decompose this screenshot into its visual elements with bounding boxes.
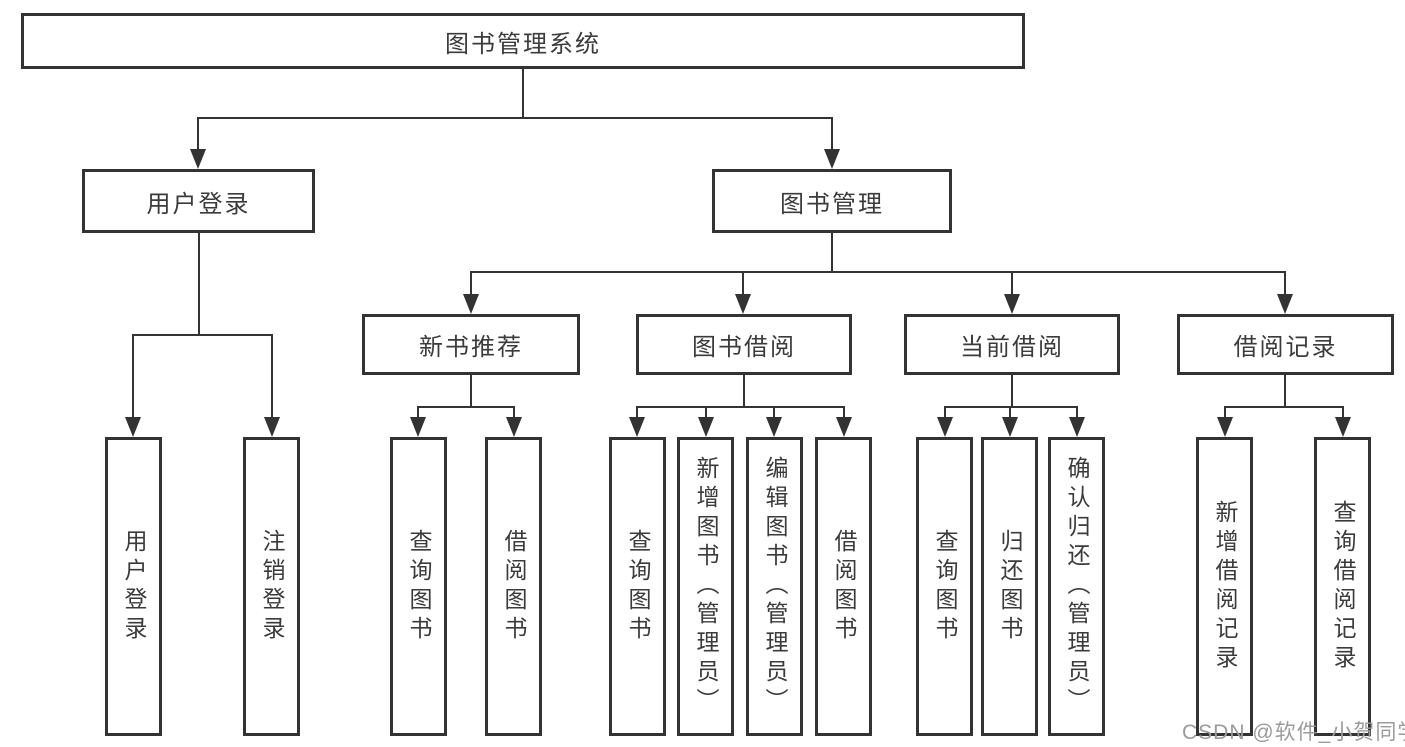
leaf-user-login: 用户登录	[105, 437, 162, 736]
leaf-query-books: 查询图书	[609, 437, 666, 736]
connector-line	[513, 406, 515, 418]
leaf-add-books-admin: 新增图书（管理员）	[677, 437, 734, 736]
node-label: 借阅图书	[501, 528, 527, 645]
node-label: 当前借阅	[960, 334, 1064, 361]
node-label: 查询图书	[932, 528, 958, 645]
arrowhead-icon	[629, 417, 645, 437]
connector-line	[944, 406, 946, 418]
node-label: 图书管理系统	[445, 30, 601, 58]
connector-line	[742, 271, 744, 295]
connector-line	[1284, 271, 1286, 295]
arrowhead-icon	[698, 417, 714, 437]
node-book-borrow: 图书借阅	[636, 314, 852, 375]
node-book-management: 图书管理	[712, 169, 952, 233]
node-label: 用户登录	[121, 528, 147, 645]
connector-line	[271, 334, 273, 418]
node-label: 新增图书（管理员）	[693, 456, 719, 717]
connector-line	[522, 68, 524, 119]
connector-line	[831, 117, 833, 150]
arrowhead-icon	[1004, 294, 1020, 314]
leaf-return-books: 归还图书	[981, 437, 1038, 736]
connector-line	[1011, 375, 1013, 408]
connector-line	[1284, 375, 1286, 408]
connector-line	[198, 233, 200, 335]
leaf-borrow-books: 借阅图书	[815, 437, 872, 736]
node-label: 查询图书	[406, 528, 432, 645]
node-label: 用户登录	[146, 190, 251, 218]
arrowhead-icon	[506, 417, 522, 437]
node-borrow-records: 借阅记录	[1177, 314, 1394, 375]
arrowhead-icon	[766, 417, 782, 437]
connector-line	[843, 406, 845, 418]
connector-line	[1011, 271, 1013, 295]
leaf-logout: 注销登录	[243, 437, 300, 736]
arrowhead-icon	[1002, 417, 1018, 437]
arrowhead-icon	[1277, 294, 1293, 314]
arrowhead-icon	[824, 149, 840, 169]
connector-line	[417, 406, 515, 408]
node-label: 借阅记录	[1233, 334, 1338, 361]
leaf-edit-books-admin: 编辑图书（管理员）	[746, 437, 803, 736]
connector-line	[705, 406, 707, 418]
arrowhead-icon	[836, 417, 852, 437]
connector-line	[1342, 406, 1344, 418]
arrowhead-icon	[937, 417, 953, 437]
connector-line	[636, 406, 638, 418]
arrowhead-icon	[463, 294, 479, 314]
connector-line	[743, 375, 745, 408]
connector-line	[470, 271, 472, 295]
connector-line	[1076, 406, 1078, 418]
arrowhead-icon	[190, 149, 206, 169]
arrowhead-icon	[1217, 417, 1233, 437]
arrowhead-icon	[1335, 417, 1351, 437]
watermark: CSDN @软件_小贺同学	[1182, 721, 1405, 744]
connector-line	[197, 117, 833, 119]
node-label: 图书管理	[780, 190, 884, 218]
node-label: 注销登录	[259, 528, 285, 645]
connector-line	[1009, 406, 1011, 418]
leaf-add-borrow-record: 新增借阅记录	[1196, 437, 1253, 736]
connector-line	[1224, 406, 1344, 408]
connector-line	[636, 406, 845, 408]
leaf-query-books: 查询图书	[916, 437, 973, 736]
leaf-confirm-return-admin: 确认归还（管理员）	[1048, 437, 1105, 736]
connector-line	[197, 117, 199, 150]
leaf-borrow-books: 借阅图书	[485, 437, 542, 736]
connector-line	[1224, 406, 1226, 418]
arrowhead-icon	[410, 417, 426, 437]
node-label: 图书借阅	[692, 334, 796, 361]
arrowhead-icon	[735, 294, 751, 314]
node-label: 查询借阅记录	[1330, 499, 1356, 674]
node-label: 编辑图书（管理员）	[762, 456, 788, 717]
node-user-login: 用户登录	[82, 169, 315, 233]
node-label: 确认归还（管理员）	[1064, 456, 1090, 717]
connector-line	[417, 406, 419, 418]
node-label: 新增借阅记录	[1212, 499, 1238, 674]
arrowhead-icon	[264, 417, 280, 437]
node-label: 新书推荐	[419, 334, 523, 361]
node-new-book-recommend: 新书推荐	[362, 314, 580, 375]
arrowhead-icon	[125, 417, 141, 437]
node-label: 查询图书	[625, 528, 651, 645]
leaf-query-books: 查询图书	[390, 437, 447, 736]
connector-line	[132, 334, 273, 336]
connector-line	[773, 406, 775, 418]
connector-line	[132, 334, 134, 418]
connector-line	[831, 233, 833, 273]
arrowhead-icon	[1069, 417, 1085, 437]
connector-line	[470, 375, 472, 408]
node-label: 归还图书	[997, 528, 1023, 645]
node-library-management-system: 图书管理系统	[21, 13, 1025, 69]
connector-line	[470, 271, 1286, 273]
leaf-query-borrow-record: 查询借阅记录	[1314, 437, 1371, 736]
node-label: 借阅图书	[831, 528, 857, 645]
connector-line	[944, 406, 1078, 408]
node-current-borrow: 当前借阅	[904, 314, 1120, 375]
